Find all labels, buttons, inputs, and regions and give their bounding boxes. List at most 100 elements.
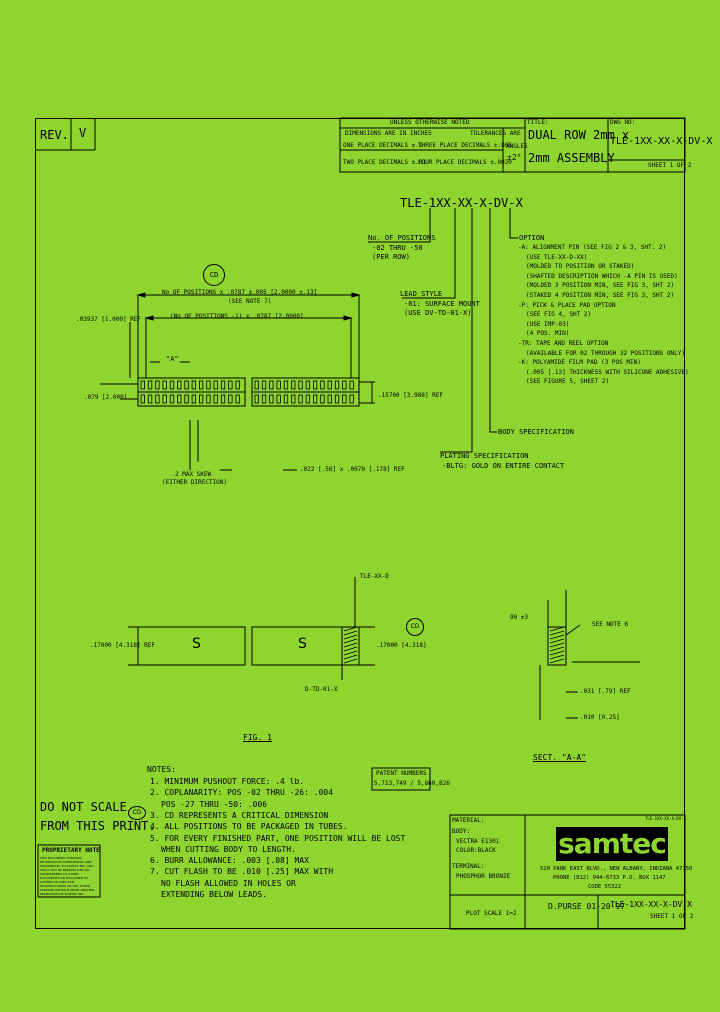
contact-pin bbox=[269, 380, 274, 390]
contact-pin bbox=[349, 380, 354, 390]
dim-010: .010 [0.25] bbox=[580, 714, 620, 721]
do-not-scale-1: DO NOT SCALE bbox=[40, 800, 127, 814]
lead-style-2: (USE DV-TD-01-X) bbox=[404, 309, 472, 317]
option-line: (SHAFTED DESCRIPTION WHICH -A PIN IS USE… bbox=[526, 272, 678, 280]
hatch-line bbox=[343, 630, 358, 636]
contact-pin bbox=[177, 394, 182, 404]
body-height-left: .17000 [4.318] REF bbox=[90, 642, 156, 649]
note-line: WHEN CUTTING BODY TO LENGTH. bbox=[161, 844, 296, 854]
contact-pin bbox=[228, 394, 233, 404]
option-line: (USE TLE-XX-D-XX) bbox=[526, 253, 588, 261]
contact-pin bbox=[291, 380, 296, 390]
option-line: (SEE FIG 4, SHT 2) bbox=[526, 311, 592, 319]
body-height-right: .17000 [4.318] bbox=[376, 642, 427, 649]
contact-pin bbox=[235, 380, 240, 390]
address-line-3: CODE 55322 bbox=[588, 884, 622, 890]
corner-code: TLE-1XX-XX-X-DV-X bbox=[645, 816, 686, 821]
contact-pin bbox=[220, 394, 226, 404]
hatch-line bbox=[549, 634, 565, 640]
see-note-6: SEE NOTE 6 bbox=[592, 621, 629, 628]
dwg-label: DWG NO: bbox=[610, 119, 636, 126]
option-line: (SEE FIGURE 5, SHEET 2) bbox=[526, 378, 610, 386]
contact-pin bbox=[283, 380, 289, 390]
plot-scale: PLOT SCALE 1=2 bbox=[466, 910, 517, 917]
contact-pin bbox=[162, 394, 167, 404]
patent-title: PATENT NUMBERS bbox=[376, 770, 427, 777]
contact-pin bbox=[198, 380, 204, 390]
contact-pin bbox=[305, 394, 311, 404]
s-mark-left: S bbox=[192, 636, 201, 652]
section-a-label: "A" bbox=[166, 355, 179, 363]
contact-pin bbox=[198, 394, 204, 404]
contact-pin bbox=[320, 394, 325, 404]
contact-pin bbox=[283, 394, 289, 404]
option-title: OPTION bbox=[519, 234, 545, 242]
contact-pin bbox=[261, 394, 267, 404]
contact-pin bbox=[334, 380, 340, 390]
hatch-line bbox=[549, 658, 565, 664]
see-note-7: (SEE NOTE 7) bbox=[228, 298, 272, 305]
figure-label: FIG. 1 bbox=[243, 733, 272, 742]
dwg-number: TLE-1XX-XX-X-DV-X bbox=[610, 136, 713, 147]
contact-pin bbox=[320, 380, 325, 390]
option-line: (USE IMP-03) bbox=[526, 320, 570, 328]
positions-per-row: (PER ROW) bbox=[372, 253, 410, 261]
contact-pin bbox=[213, 380, 218, 390]
contact-pin bbox=[191, 394, 197, 404]
lead-width-dim: .022 [.56] x .0070 [.178] REF bbox=[300, 466, 405, 473]
option-line: (MOLDED TO POSITION OR STAKED) bbox=[526, 263, 635, 271]
contact-pin bbox=[269, 394, 274, 404]
hatch-line bbox=[343, 638, 358, 644]
contact-pin bbox=[155, 394, 160, 404]
hatch-line bbox=[549, 638, 565, 644]
s-mark-right: S bbox=[298, 636, 307, 652]
critical-mark-note2: CD bbox=[128, 806, 146, 820]
contact-pin bbox=[291, 394, 296, 404]
hatch-line bbox=[549, 642, 565, 648]
contact-pin bbox=[147, 394, 153, 404]
contact-pin bbox=[254, 394, 259, 404]
do-not-scale-2: FROM THIS PRINT. bbox=[40, 819, 156, 833]
note-line: 2. COPLANARITY: POS -02 THRU -26: .004 bbox=[150, 788, 334, 798]
hatch-line bbox=[343, 654, 358, 660]
contact-pin bbox=[140, 394, 145, 404]
contact-pin bbox=[206, 380, 211, 390]
tol-heading-3: TOLERANCES ARE bbox=[470, 130, 521, 137]
address-line-1: 520 PARK EAST BLVD., NEW ALBANY, INDIANA… bbox=[540, 866, 693, 872]
note-line: NO FLASH ALLOWED IN HOLES OR bbox=[161, 878, 296, 888]
sheet-number: SHEET 1 OF 2 bbox=[648, 162, 692, 169]
contact-pin bbox=[162, 380, 167, 390]
samtec-logo: samtec bbox=[556, 827, 668, 861]
tol-heading-2: DIMENSIONS ARE IN INCHES bbox=[345, 130, 432, 137]
hatch-line bbox=[343, 642, 358, 648]
hatch-line bbox=[549, 650, 565, 656]
height-ref-dim: .15700 [3.988] REF bbox=[378, 392, 444, 399]
left-ref-dim: .03937 [1.000] REF bbox=[76, 316, 142, 323]
proprietary-title: PROPRIETARY NOTE bbox=[42, 847, 100, 854]
part-label-top: TLE-XX-D bbox=[360, 573, 389, 580]
plating-1: -BLTG: GOLD ON ENTIRE CONTACT bbox=[442, 462, 565, 470]
tol-four-place: FOUR PLACE DECIMALS ±.0020 bbox=[418, 159, 512, 166]
contact-pin bbox=[213, 394, 218, 404]
lead-style-1: -01: SURFACE MOUNT bbox=[404, 300, 480, 308]
tol-one-place: ONE PLACE DECIMALS ±.1 bbox=[343, 142, 423, 149]
skew-direction: (EITHER DIRECTION) bbox=[162, 479, 228, 486]
skew-dim: 2 MAX SKEW bbox=[175, 471, 212, 478]
dim-031: .031 [.79] REF bbox=[580, 688, 631, 695]
contact-pin bbox=[177, 380, 182, 390]
contact-pin bbox=[261, 380, 267, 390]
proprietary-text: THIS DOCUMENT CONTAINS INFORMATION CONFI… bbox=[40, 856, 95, 896]
part-label-bottom: D-TD-01-X bbox=[305, 686, 338, 693]
contact-pin bbox=[298, 380, 303, 390]
hatch-line bbox=[549, 654, 565, 660]
contact-pin bbox=[147, 380, 153, 390]
material-title: MATERIAL: bbox=[452, 817, 485, 824]
overall-length-dim: No OF POSITIONS x .0787 ±.005 [2.0000 ±.… bbox=[162, 289, 318, 296]
option-line: (MOLDED 3 POSITION MIN, SEE FIG 3, SHT 2… bbox=[526, 282, 675, 290]
body-label: BODY: bbox=[452, 828, 471, 835]
hatch-line bbox=[343, 650, 358, 656]
title-line-2: 2mm ASSEMBLY bbox=[528, 151, 615, 165]
contact-pin bbox=[184, 394, 189, 404]
tol-heading-1: UNLESS OTHERWISE NOTED bbox=[390, 119, 470, 126]
